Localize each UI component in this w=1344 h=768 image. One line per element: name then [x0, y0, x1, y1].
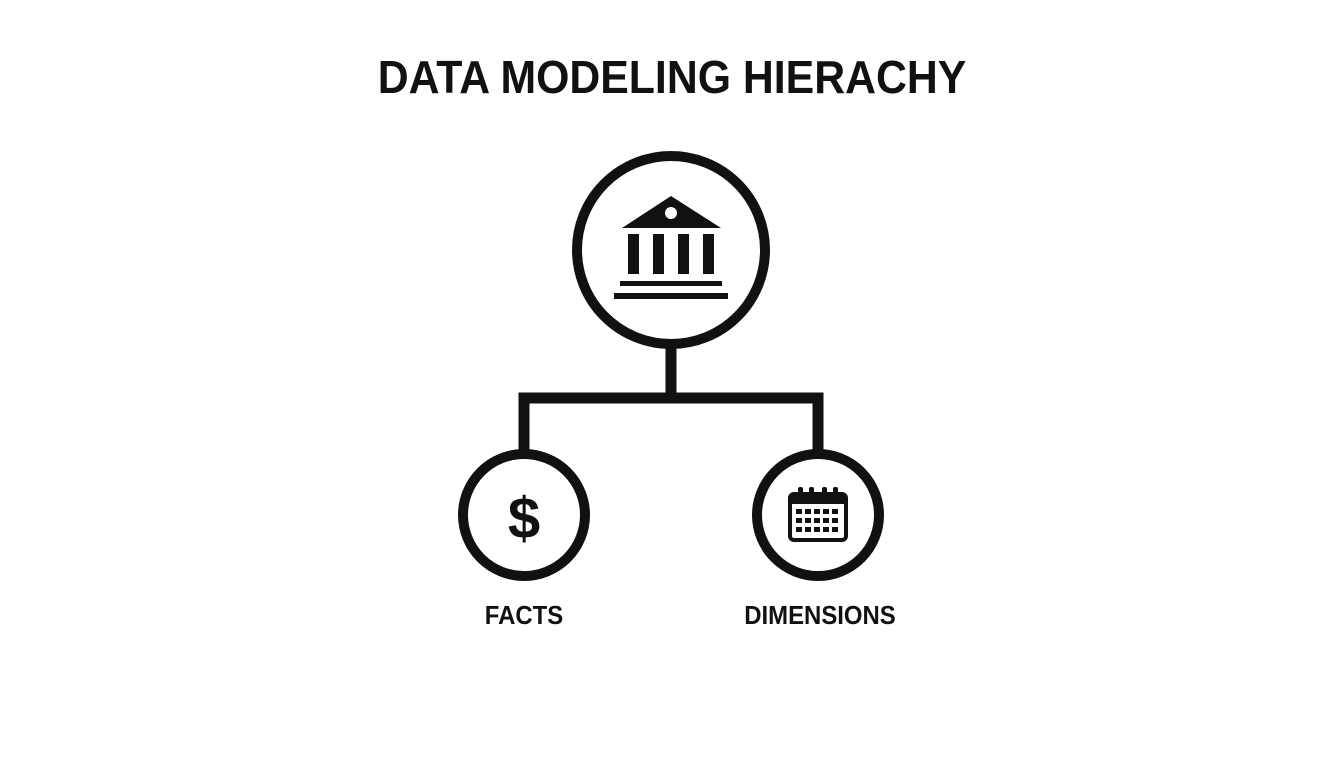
dollar-sign-icon: $: [508, 486, 540, 551]
dimensions-label: DIMENSIONS: [744, 600, 896, 630]
connector-lines: [518, 345, 824, 452]
calendar-icon: [788, 487, 848, 542]
facts-node: $: [458, 449, 590, 581]
facts-label: FACTS: [484, 600, 564, 630]
branch-connector: [518, 392, 824, 452]
dimensions-node: [752, 449, 884, 581]
page-title: DATA MODELING HIERACHY: [377, 51, 967, 103]
facts-node-circle: [458, 449, 590, 581]
bank-building-icon: [614, 196, 728, 299]
root-node-circle: [572, 151, 770, 349]
root-node: [572, 151, 770, 349]
